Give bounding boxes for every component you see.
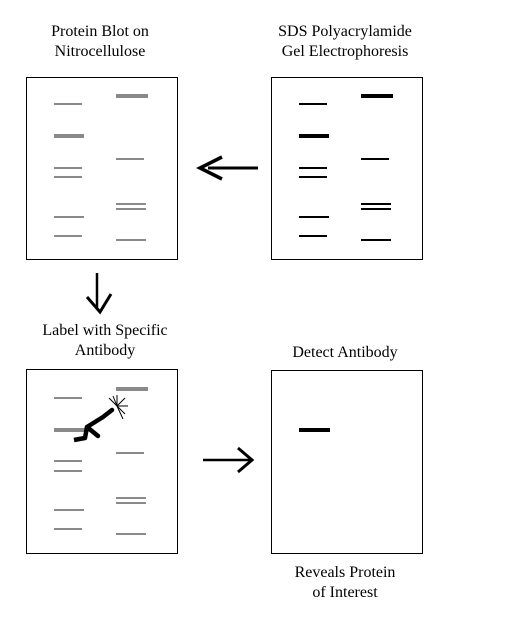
gel-panel xyxy=(271,77,423,260)
gel-title-line1: SDS Polyacrylamide xyxy=(278,23,412,40)
detected-band xyxy=(299,428,330,432)
gel-band xyxy=(299,134,329,138)
label-title: Label with Specific Antibody xyxy=(10,321,200,361)
blot-band xyxy=(116,158,144,160)
blot-band xyxy=(54,428,86,432)
blot-band xyxy=(54,470,82,472)
blot-band xyxy=(54,103,82,105)
gel-title-line2: Gel Electrophoresis xyxy=(281,43,409,60)
gel-band xyxy=(299,216,329,218)
gel-title: SDS Polyacrylamide Gel Electrophoresis xyxy=(250,22,440,62)
blot-band xyxy=(54,167,82,169)
blot-band xyxy=(54,509,84,511)
blot-band xyxy=(116,452,144,454)
arrow-down-icon xyxy=(85,273,113,315)
blot-band xyxy=(116,94,148,98)
label-title-line1: Label with Specific xyxy=(42,322,168,339)
blot-band xyxy=(54,235,82,237)
blot-band xyxy=(116,239,146,241)
gel-band xyxy=(299,167,327,169)
gel-band xyxy=(299,103,327,105)
blot-band xyxy=(116,208,146,210)
blot-band xyxy=(54,176,82,178)
detect-caption-line1: Reveals Protein xyxy=(294,564,396,581)
blot-band xyxy=(116,203,146,205)
detect-title-line1: Detect Antibody xyxy=(292,344,398,361)
gel-band xyxy=(361,94,393,98)
gel-band xyxy=(361,203,391,205)
gel-band xyxy=(361,208,391,210)
arrow-right-icon xyxy=(203,446,255,474)
blot-band xyxy=(54,216,84,218)
gel-band xyxy=(361,239,391,241)
label-panel xyxy=(26,369,178,554)
blot-band xyxy=(54,397,82,399)
gel-band xyxy=(299,235,327,237)
blot-title-line1: Protein Blot on xyxy=(51,23,149,40)
blot-panel xyxy=(26,77,178,260)
blot-band xyxy=(54,460,82,462)
detect-caption-line2: of Interest xyxy=(312,584,378,601)
blot-title: Protein Blot on Nitrocellulose xyxy=(20,22,180,62)
blot-band xyxy=(116,497,146,499)
label-title-line2: Antibody xyxy=(74,342,136,359)
detect-title: Detect Antibody xyxy=(255,343,435,363)
detect-caption: Reveals Protein of Interest xyxy=(255,563,435,603)
blot-title-line2: Nitrocellulose xyxy=(54,43,146,60)
blot-band xyxy=(54,134,84,138)
blot-band xyxy=(116,502,146,504)
gel-band xyxy=(299,176,327,178)
blot-band xyxy=(116,533,146,535)
gel-band xyxy=(361,158,389,160)
detect-panel xyxy=(271,370,423,554)
blot-band xyxy=(54,528,82,530)
blot-band xyxy=(116,387,148,391)
arrow-left-icon xyxy=(196,155,258,181)
